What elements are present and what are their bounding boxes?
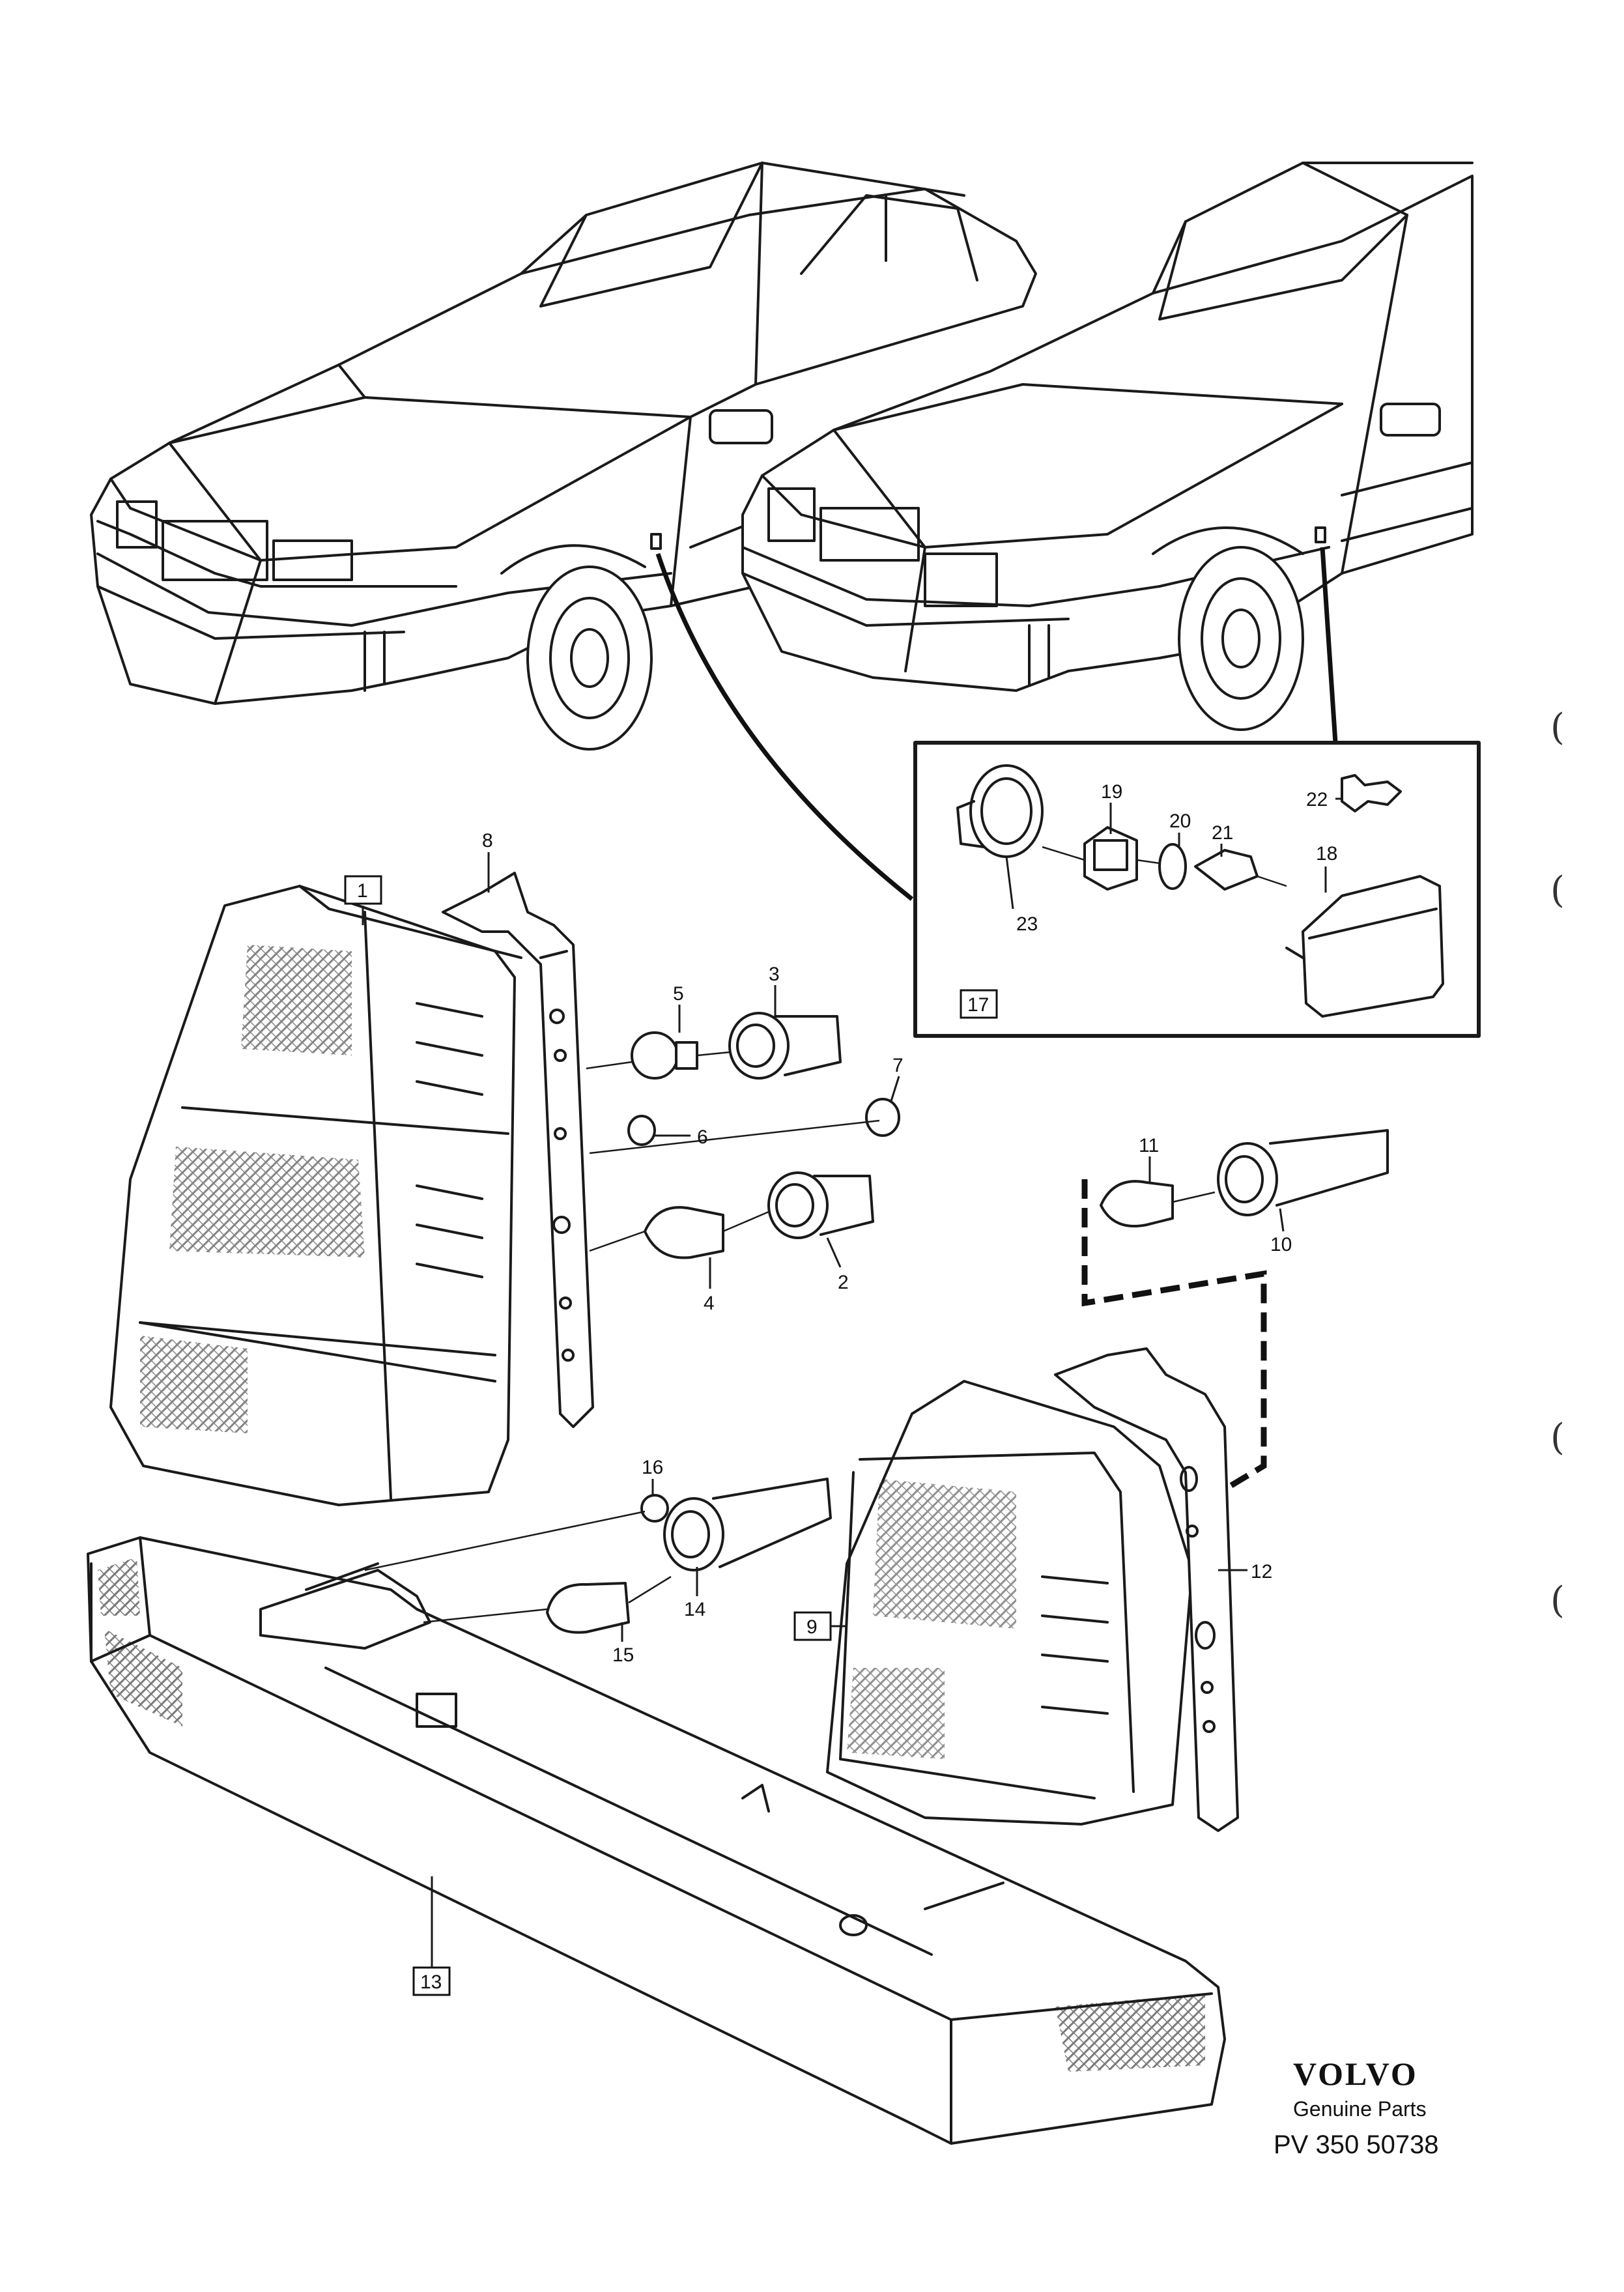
rear-light-unit-left — [109, 872, 900, 1506]
leader-right-car — [1320, 547, 1338, 743]
callout-10: 10 — [1270, 1234, 1292, 1255]
callout-7: 7 — [892, 1055, 904, 1076]
margin-mark-4: ( — [1550, 1579, 1565, 1622]
callout-5: 5 — [673, 983, 684, 1005]
callout-14: 14 — [684, 1599, 705, 1620]
leader-left-car — [655, 552, 914, 901]
margin-marks: ( ( ( ( — [1550, 706, 1565, 1622]
rear-center-panel — [87, 1478, 1226, 2145]
margin-mark-2: ( — [1550, 869, 1565, 911]
diagram-code: PV 350 50738 — [1274, 2130, 1439, 2159]
callout-9: 9 — [806, 1616, 818, 1638]
callout-21: 21 — [1212, 822, 1233, 844]
callout-2: 2 — [838, 1272, 849, 1293]
callout-3: 3 — [769, 964, 780, 985]
callout-19: 19 — [1101, 781, 1122, 803]
callout-22: 22 — [1306, 789, 1328, 810]
callout-labels: 1 2 3 4 5 6 7 8 9 10 11 12 13 14 15 16 1… — [357, 781, 1337, 1993]
callout-23: 23 — [1016, 913, 1038, 935]
callout-16: 16 — [642, 1457, 663, 1478]
callout-20: 20 — [1169, 810, 1191, 832]
right-car-illustration — [741, 162, 1474, 731]
callout-18: 18 — [1316, 843, 1337, 865]
left-car-illustration — [90, 162, 1037, 751]
margin-mark-3: ( — [1550, 1416, 1565, 1459]
callout-17: 17 — [967, 994, 989, 1016]
callout-4: 4 — [704, 1293, 715, 1314]
dashed-connector — [1081, 1179, 1267, 1488]
rear-light-unit-right — [793, 1129, 1389, 1832]
volvo-logo-text: VOLVO — [1293, 2056, 1418, 2092]
callout-8: 8 — [482, 830, 493, 852]
callout-13: 13 — [420, 1971, 442, 1993]
margin-mark-1: ( — [1550, 706, 1565, 749]
callout-15: 15 — [612, 1644, 634, 1666]
side-marker-detail-box — [913, 741, 1481, 1038]
brand-block: VOLVO Genuine Parts PV 350 50738 — [1274, 2056, 1439, 2159]
callout-6: 6 — [697, 1126, 708, 1148]
callout-1: 1 — [357, 880, 368, 902]
callout-11: 11 — [1139, 1135, 1159, 1156]
leader-lines — [362, 797, 1342, 1968]
genuine-parts-label: Genuine Parts — [1293, 2097, 1427, 2121]
callout-12: 12 — [1251, 1561, 1272, 1583]
